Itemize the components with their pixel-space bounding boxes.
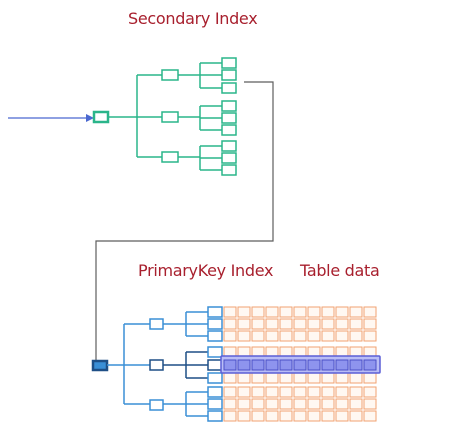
primary-leaf-node (207, 330, 223, 342)
secondary-internal-node (161, 151, 179, 163)
secondary-leaf-node (221, 69, 237, 81)
secondary-internal-node (161, 111, 179, 123)
secondary-leaf-node (221, 57, 237, 69)
secondary-index-tree (92, 57, 237, 176)
primary-internal-node (149, 399, 164, 411)
secondary-leaf-node (221, 112, 237, 124)
table-data-grid (223, 306, 377, 422)
primary-leaf-node (207, 386, 223, 398)
secondary-internal-node (161, 69, 179, 81)
secondary-index-title: Secondary Index (128, 9, 258, 28)
primary-root-node (91, 359, 109, 372)
entry-arrow (8, 114, 94, 122)
primary-leaf-node (207, 398, 223, 410)
primary-leaf-node (207, 346, 223, 358)
primary-leaf-node (207, 372, 223, 384)
secondary-leaf-node (221, 124, 237, 136)
highlighted-table-row (220, 355, 381, 374)
secondary-root-node (92, 110, 110, 124)
primary-leaf-node (207, 318, 223, 330)
primary-internal-node (149, 359, 164, 371)
primary-leaf-node (207, 359, 223, 371)
secondary-leaf-node (221, 82, 237, 94)
primary-leaf-node (207, 410, 223, 422)
table-data-title: Table data (300, 261, 380, 280)
primarykey-index-tree (91, 306, 223, 422)
secondary-leaf-node (221, 140, 237, 152)
primarykey-index-title: PrimaryKey Index (138, 261, 274, 280)
primary-leaf-node (207, 306, 223, 318)
secondary-leaf-node (221, 152, 237, 164)
primary-internal-node (149, 318, 164, 330)
arrow-right-icon (86, 114, 94, 122)
secondary-leaf-node (221, 164, 237, 176)
secondary-leaf-node (221, 100, 237, 112)
lookup-connector (95, 81, 274, 360)
